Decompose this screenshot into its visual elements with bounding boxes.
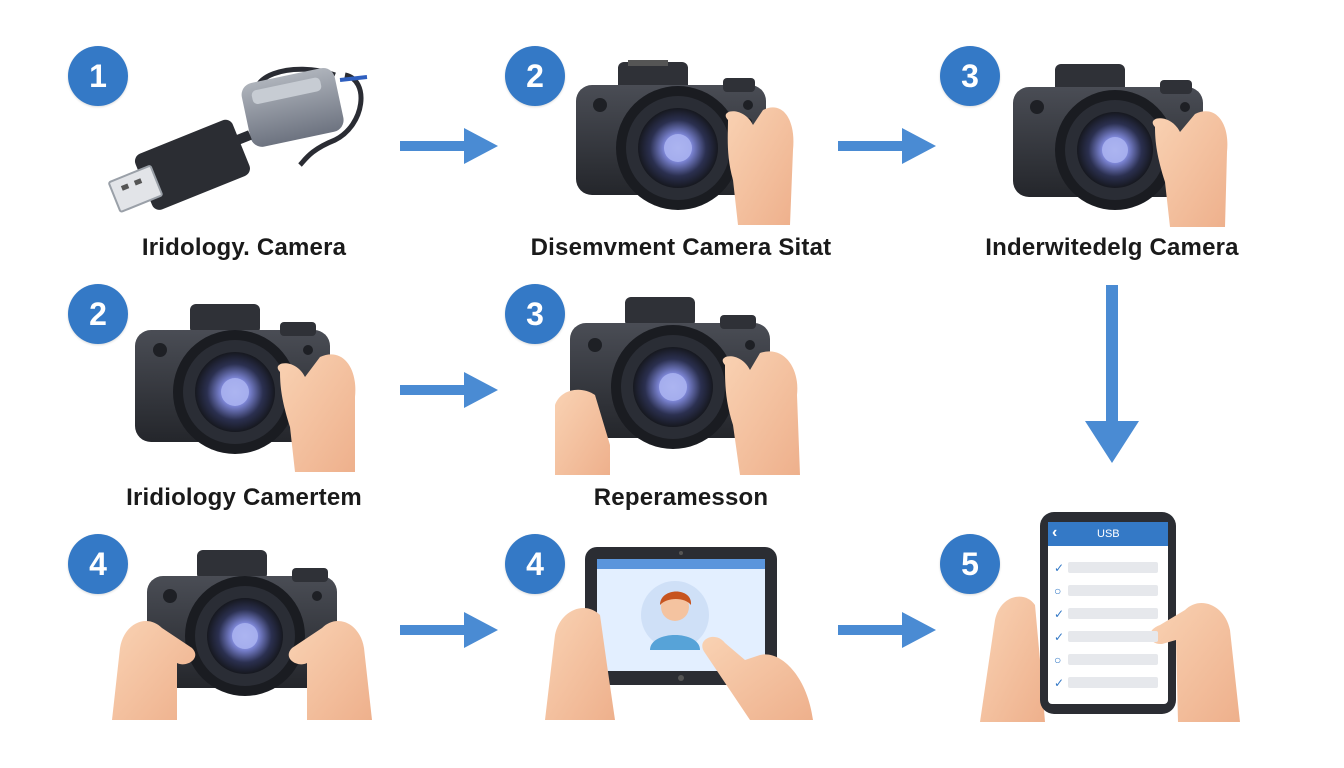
list-item[interactable]: ✓ [1054, 671, 1164, 694]
camera-icon [1013, 64, 1228, 227]
chevron-left-icon[interactable]: ‹ [1052, 524, 1058, 541]
checkmark-icon: ✓ [1054, 675, 1065, 690]
step-2-label: Disemvment Camera Sitat [530, 234, 832, 261]
list-item[interactable]: ○ [1054, 648, 1164, 671]
camera-icon [576, 60, 794, 225]
list-item[interactable]: ✓ [1054, 625, 1164, 648]
step-5-number-badge: 3 [505, 284, 565, 344]
tablet-icon [545, 547, 813, 720]
checkmark-icon: ✓ [1054, 629, 1065, 644]
circle-icon: ○ [1054, 583, 1062, 598]
list-item[interactable]: ✓ [1054, 556, 1164, 579]
checklist: ✓ ○ ✓ ✓ ○ ✓ [1054, 556, 1164, 694]
checkmark-icon: ✓ [1054, 606, 1065, 621]
step-4-label: Iridiology Camertem [126, 484, 362, 511]
checkmark-icon: ✓ [1054, 560, 1065, 575]
step-6-number-badge: 4 [68, 534, 128, 594]
arrow-right-icon [400, 372, 498, 408]
step-5-label: Reperamesson [593, 484, 769, 511]
list-item[interactable]: ✓ [1054, 602, 1164, 625]
arrow-down-icon [1085, 285, 1139, 463]
circle-icon: ○ [1054, 652, 1062, 667]
arrow-right-icon [838, 128, 936, 164]
step-3-number-badge: 3 [940, 46, 1000, 106]
step-8-number-badge: 5 [940, 534, 1000, 594]
camera-icon [555, 297, 800, 475]
usb-cable-icon [108, 66, 368, 213]
arrow-right-icon [838, 612, 936, 648]
list-item[interactable]: ○ [1054, 579, 1164, 602]
camera-icon [135, 304, 356, 472]
step-3-label: Inderwitedelg Camera [985, 234, 1239, 261]
arrow-right-icon [400, 612, 498, 648]
step-1-number-badge: 1 [68, 46, 128, 106]
phone-header-title: USB [1097, 528, 1120, 540]
step-4-number-badge: 2 [68, 284, 128, 344]
step-2-number-badge: 2 [505, 46, 565, 106]
step-7-number-badge: 4 [505, 534, 565, 594]
arrow-right-icon [400, 128, 498, 164]
camera-icon [112, 550, 372, 720]
step-1-label: Iridology. Camera [141, 234, 347, 261]
phone-screen: ‹ USB ✓ ○ ✓ ✓ ○ ✓ [980, 510, 1240, 722]
